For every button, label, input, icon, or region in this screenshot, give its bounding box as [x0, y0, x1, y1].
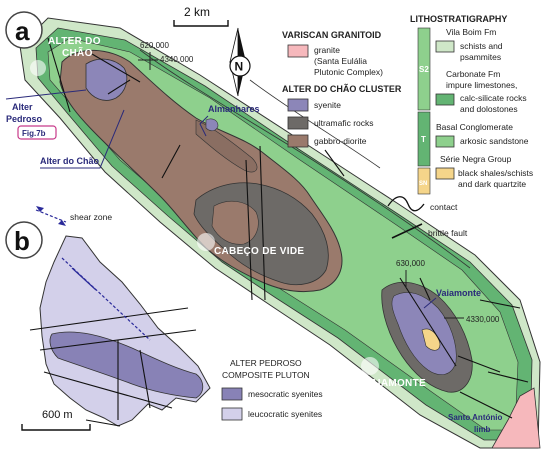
legend-leucocratic: leucocratic syenites: [248, 409, 322, 419]
contact-symbol-icon: [387, 196, 425, 212]
panel-b-badge: [5, 221, 43, 259]
legend-basal-1: Basal Conglomerate: [436, 122, 513, 132]
column-s2: [417, 27, 431, 111]
column-sn: [417, 167, 431, 195]
swatch-ultramafic: [287, 116, 309, 130]
legend: VARISCAN GRANITOID granite (Santa Euláli…: [282, 14, 533, 239]
swatch-carbonate: [435, 93, 455, 106]
scale-a-bar: [173, 20, 229, 27]
legend-carbonate-1: Carbonate Fm: [446, 69, 500, 79]
swatch-syenite: [287, 98, 309, 112]
legend-serie-negra-2: black shales/schists: [458, 168, 533, 178]
legend-pluton-title-2: COMPOSITE PLUTON: [222, 370, 310, 380]
legend-serie-negra-3: and dark quartzite: [458, 179, 526, 189]
column-t: [417, 111, 431, 167]
scale-b-bar: [21, 424, 91, 431]
scale-a-label: 2 km: [184, 5, 210, 19]
label-santo-antonio-2: limb: [474, 425, 491, 434]
vaiamonte-leader: [423, 297, 437, 309]
legend-cluster-title: ALTER DO CHÃO CLUSTER: [282, 84, 402, 94]
swatch-serie-negra: [435, 167, 455, 180]
label-vaiamonte: Vaiamonte: [436, 288, 481, 298]
mesocratic-band: [49, 331, 204, 399]
shear-zone-symbol-icon: [35, 206, 67, 226]
column-t-label: T: [421, 135, 426, 144]
fig-ref-label[interactable]: Fig.7b: [22, 129, 46, 138]
legend-carbonate-4: and dolostones: [460, 104, 518, 114]
label-santo-antonio-1: Santo António: [448, 413, 502, 422]
legend-litho-title: LITHOSTRATIGRAPHY: [410, 14, 507, 24]
brittle-faults: [47, 37, 529, 419]
swatch-mesocratic: [221, 387, 243, 401]
legend-variscan-title: VARISCAN GRANITOID: [282, 30, 382, 40]
legend-gabbro: gabbro-diorite: [314, 136, 367, 146]
coord-4330000: 4330,000: [466, 315, 500, 324]
legend-pluton-title-1: ALTER PEDROSO: [230, 358, 302, 368]
label-cabeco-de-vide: CABEÇO DE VIDE: [214, 246, 304, 257]
label-alter-do-chao-town-1: ALTER DO: [48, 36, 101, 47]
legend-vila-boim-2: schists and: [460, 41, 503, 51]
swatch-basal: [435, 135, 455, 148]
legend-basal-2: arkosic sandstone: [460, 136, 529, 146]
legend-granite-2: (Santa Eulália: [314, 56, 367, 66]
legend-vila-boim-1: Vila Boim Fm: [446, 27, 496, 37]
label-alter-pedroso-2: Pedroso: [6, 114, 43, 124]
swatch-leucocratic: [221, 407, 243, 421]
scale-b-label: 600 m: [42, 409, 73, 421]
label-alter-do-chao-town-2: CHÃO: [62, 46, 93, 59]
alter-pedroso-syenite: [85, 58, 128, 101]
geological-map-a: [19, 17, 541, 449]
swatch-granite: [287, 44, 309, 58]
legend-granite-1: granite: [314, 45, 340, 55]
gabbro-tongue: [195, 119, 258, 173]
legend-carbonate-3: calc-silicate rocks: [460, 93, 527, 103]
fault-symbol-icon: [391, 223, 423, 239]
column-s2-label: S2: [419, 65, 429, 74]
panel-b-shear-zone: [61, 257, 151, 341]
coord-630000: 630,000: [396, 259, 425, 268]
swatch-gabbro: [287, 134, 309, 148]
legend-contact: contact: [430, 202, 458, 212]
label-almanhares: Almanhares: [208, 104, 260, 114]
label-vaiamonte-town: VAIAMONTE: [364, 378, 426, 389]
legend-brittle-fault: brittle fault: [428, 228, 468, 238]
north-arrow-icon: N: [229, 27, 251, 97]
alter-do-chao-leader: [40, 109, 125, 169]
legend-serie-negra-1: Série Negra Group: [440, 154, 512, 164]
legend-granite-3: Plutonic Complex): [314, 67, 383, 77]
coord-620000: 620,000: [140, 41, 169, 50]
legend-ultramafic: ultramafic rocks: [314, 118, 374, 128]
label-alter-pedroso-1: Alter: [12, 102, 33, 112]
legend-vila-boim-3: psammites: [460, 52, 501, 62]
legend-shear-zone: shear zone: [70, 212, 112, 222]
panel-b-label: b: [14, 226, 30, 256]
legend-carbonate-2: impure limestones,: [446, 80, 517, 90]
legend-syenite: syenite: [314, 100, 341, 110]
alter-do-chao-town-marker: [30, 60, 46, 76]
panel-b-map: [29, 235, 211, 427]
north-label: N: [235, 60, 244, 74]
contacts: [139, 49, 471, 269]
almanhares-syenite: [205, 118, 219, 132]
panel-b-faults: [29, 307, 197, 427]
alter-pedroso-leader: [5, 89, 87, 100]
legend-mesocratic: mesocratic syenites: [248, 389, 323, 399]
almanhares-leader: [199, 115, 209, 137]
gabbro-island: [211, 200, 259, 245]
granite-body: [491, 387, 541, 449]
column-sn-label: SN: [419, 181, 427, 187]
panel-a-label: a: [15, 16, 30, 46]
fig-ref-box[interactable]: [17, 125, 57, 140]
cabeco-de-vide-town-marker: [197, 233, 215, 251]
swatch-vila-boim: [435, 40, 455, 53]
coord-4340000: 4340,000: [160, 55, 194, 64]
panel-a-badge: [5, 11, 43, 49]
label-alter-do-chao: Alter do Chão: [40, 156, 100, 166]
vaiamonte-town-marker: [361, 357, 379, 375]
